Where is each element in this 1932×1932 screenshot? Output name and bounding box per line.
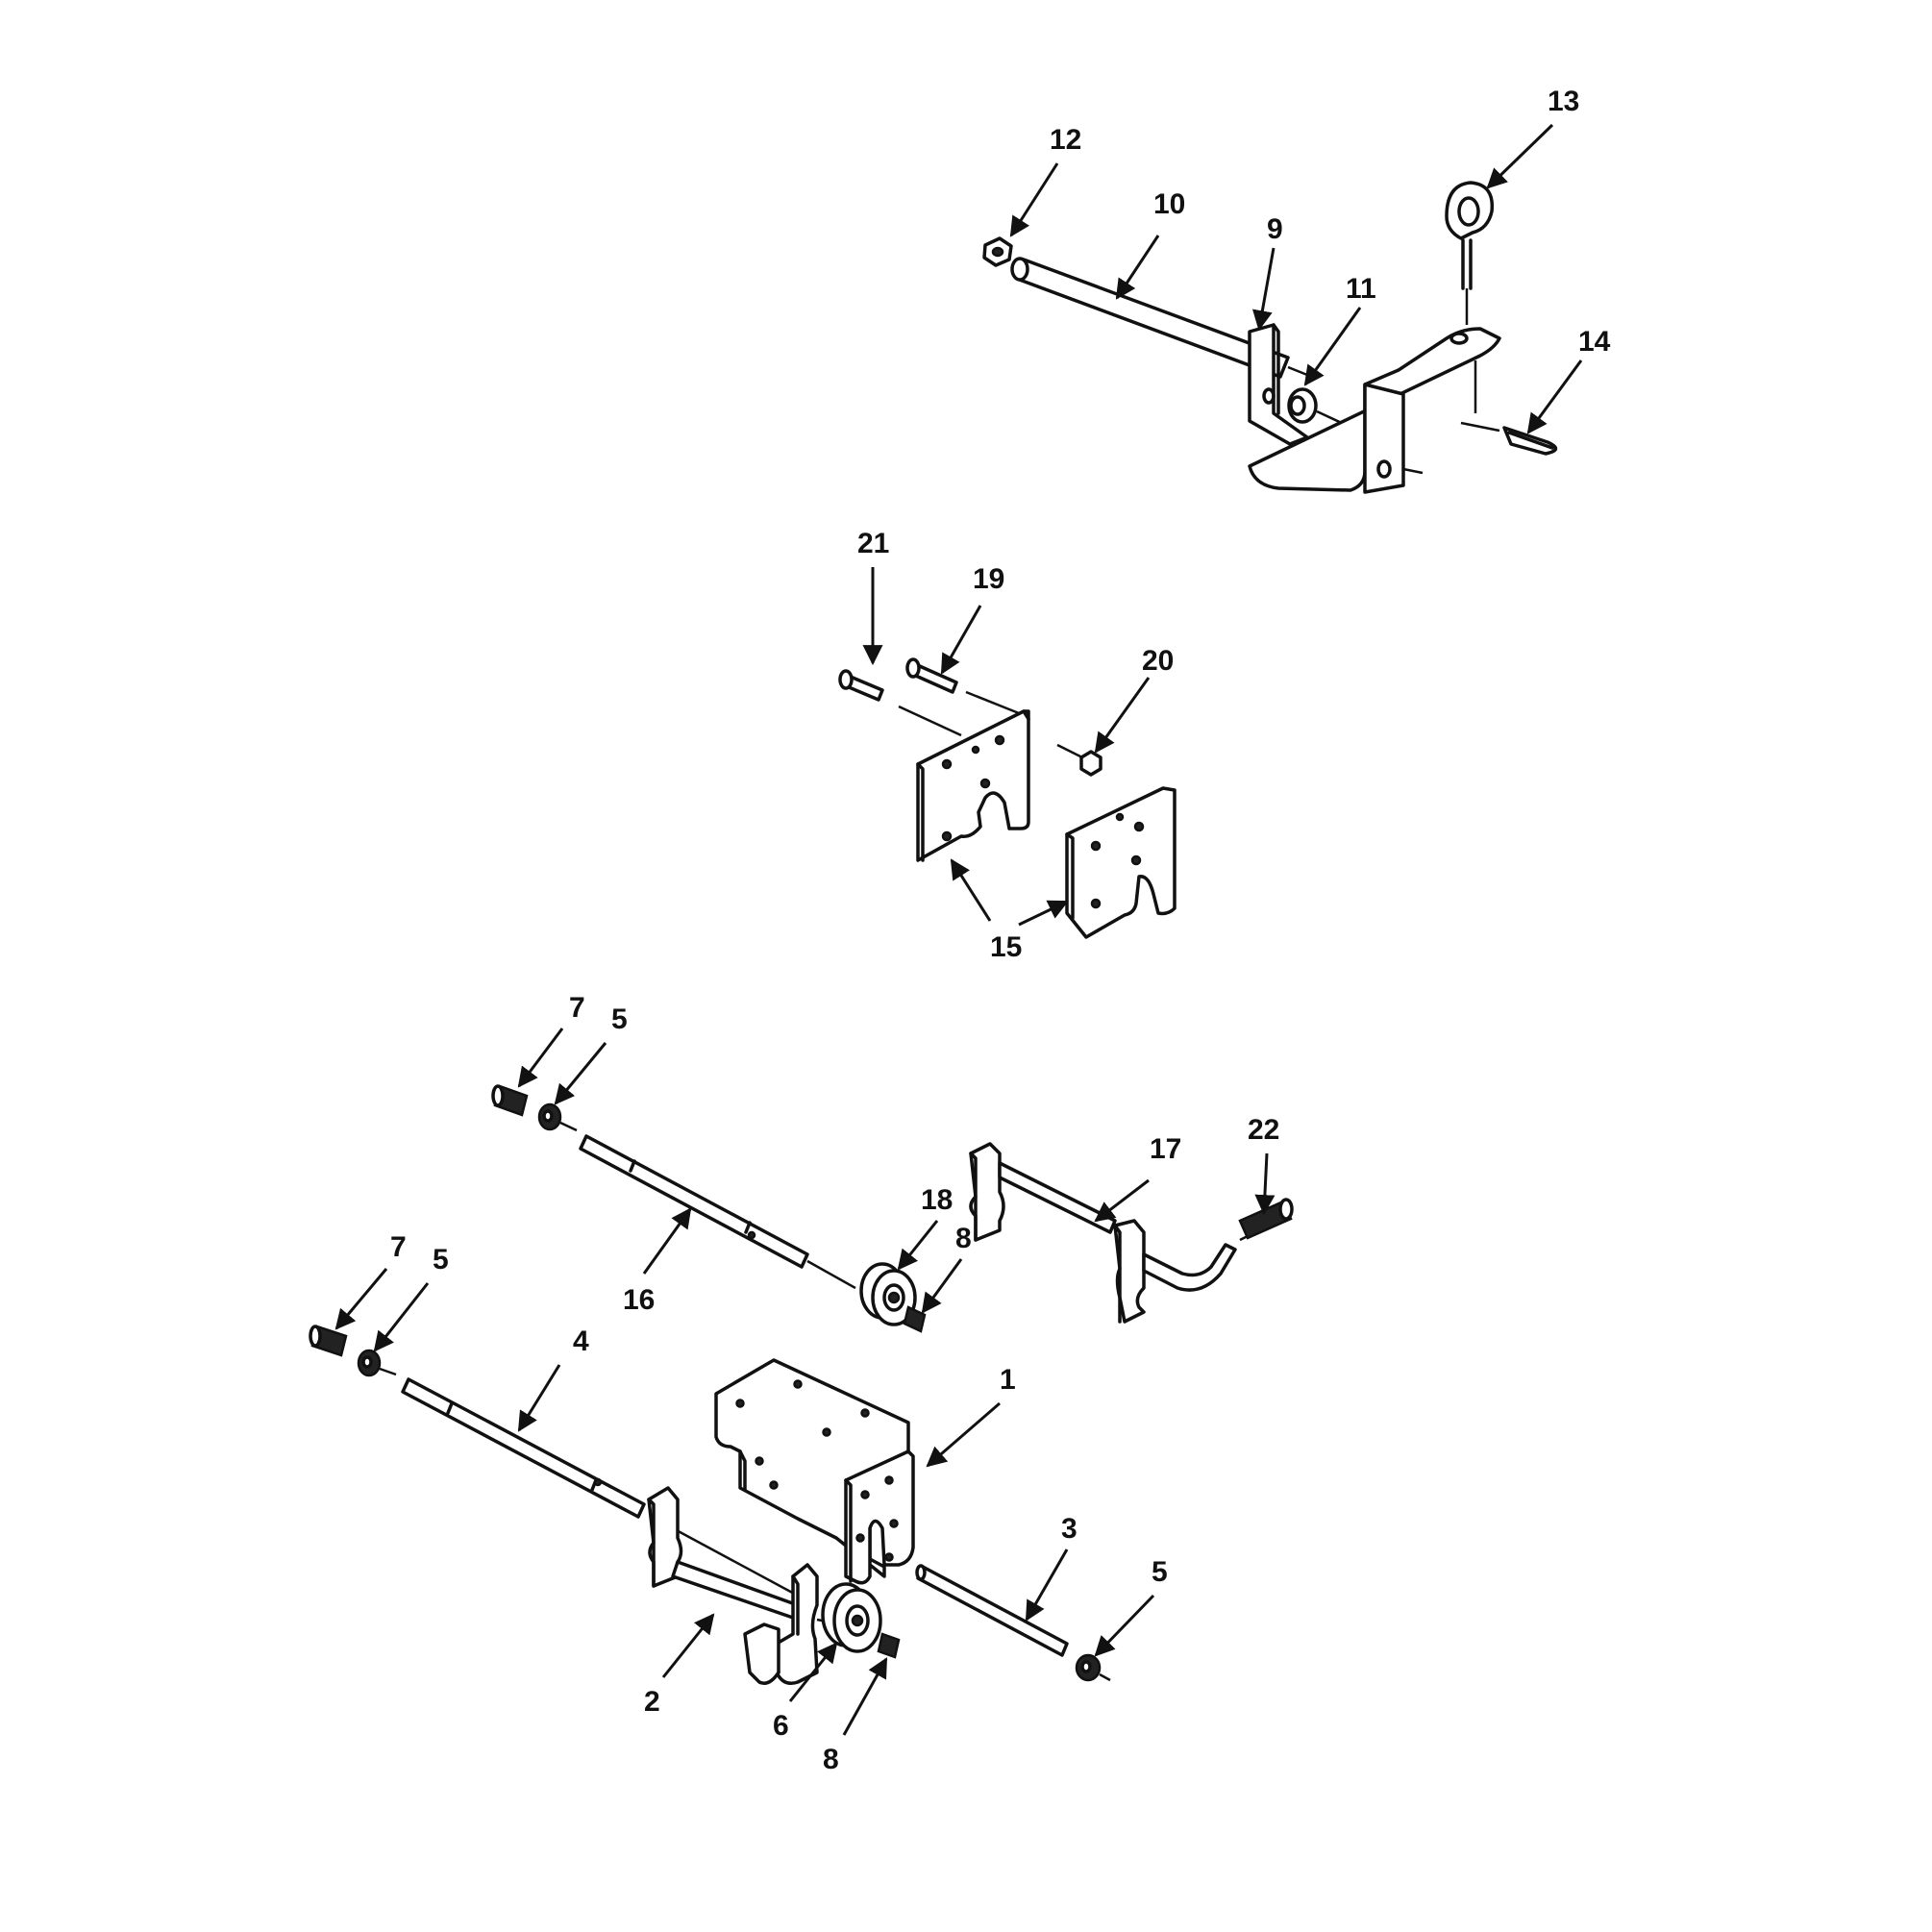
- part-1-frame: [714, 1358, 915, 1585]
- part-13-clevis-pin: [1445, 181, 1495, 325]
- callout-6: 6: [773, 1710, 789, 1742]
- callout-4: 4: [573, 1325, 589, 1357]
- part-15-plate-rear: [1065, 786, 1177, 939]
- leader-1: [926, 1401, 1001, 1468]
- leader-15a: [950, 858, 992, 922]
- part-3-shaft: [915, 1564, 1069, 1657]
- leader-19: [940, 605, 982, 675]
- leader-5b: [373, 1282, 430, 1352]
- callout-16: 16: [623, 1284, 655, 1316]
- leader-17: [1094, 1178, 1150, 1223]
- mounting-plates: [838, 657, 1177, 939]
- callout-3: 3: [1061, 1513, 1077, 1545]
- leader-18: [897, 1220, 939, 1271]
- part-7-setscrew-lower: [309, 1325, 348, 1357]
- leader-8a: [921, 1258, 963, 1314]
- leader-5c: [1094, 1594, 1155, 1657]
- callout-21: 21: [857, 528, 889, 559]
- part-21-bolt: [838, 669, 884, 702]
- callout-13: 13: [1548, 86, 1579, 117]
- hitch-assembly: [982, 181, 1558, 494]
- callout-2: 2: [644, 1686, 660, 1718]
- leader-7b: [334, 1268, 388, 1330]
- leader-8b: [842, 1657, 888, 1736]
- callout-7-lower: 7: [390, 1231, 407, 1263]
- part-20-nut: [1056, 743, 1102, 777]
- callout-20: 20: [1142, 645, 1174, 677]
- callout-7-upper: 7: [569, 992, 585, 1024]
- leader-15b: [1018, 900, 1069, 927]
- callout-19: 19: [973, 563, 1004, 595]
- part-5-collar-lower-right: [1075, 1653, 1111, 1682]
- part-8-setscrew-lower: [877, 1632, 901, 1659]
- part-22-handle-grip: [1238, 1198, 1294, 1240]
- callout-8-lower: 8: [823, 1744, 839, 1775]
- leader-3: [1025, 1548, 1069, 1622]
- part-18-pulley: [859, 1262, 917, 1326]
- lower-assembly: [309, 1325, 1111, 1685]
- callout-10: 10: [1153, 188, 1185, 220]
- part-12-nut: [982, 236, 1013, 267]
- part-16-shaft: [579, 1134, 856, 1290]
- leader-2: [661, 1613, 715, 1678]
- callout-5-lower-right: 5: [1152, 1556, 1168, 1588]
- leader-11: [1303, 307, 1362, 386]
- callout-11: 11: [1346, 273, 1376, 305]
- part-15-plate-front: [916, 709, 1030, 862]
- part-4-shaft: [401, 1377, 799, 1598]
- callout-5-upper: 5: [611, 1003, 628, 1035]
- leader-4: [517, 1364, 561, 1432]
- leader-9: [1251, 247, 1276, 332]
- leader-20: [1094, 677, 1151, 754]
- leader-lines: [334, 123, 1583, 1736]
- leader-13: [1486, 123, 1554, 189]
- callout-15: 15: [990, 931, 1022, 963]
- callout-labels: 12 10 9 11 13 14 21 19 20 15 7 5 16 18 8…: [390, 86, 1611, 1775]
- callout-1: 1: [1000, 1364, 1016, 1396]
- callout-22: 22: [1248, 1114, 1279, 1146]
- callout-9: 9: [1267, 213, 1283, 245]
- upper-shaft-assembly: [491, 1084, 1294, 1333]
- part-8-setscrew-upper: [903, 1305, 927, 1333]
- callout-12: 12: [1050, 124, 1081, 156]
- callout-18: 18: [921, 1184, 953, 1216]
- part-9-bracket: [1248, 323, 1309, 446]
- leader-5a: [554, 1042, 607, 1105]
- leader-16: [642, 1207, 692, 1275]
- leader-7a: [517, 1028, 564, 1088]
- callout-14: 14: [1578, 326, 1611, 358]
- part-17-crank-bracket: [969, 1142, 1251, 1324]
- hitch-drawbar: [1248, 327, 1501, 494]
- leader-10: [1115, 235, 1160, 300]
- callout-5-lower-left: 5: [433, 1244, 449, 1276]
- leader-22: [1254, 1152, 1276, 1216]
- leader-14: [1526, 359, 1583, 434]
- callout-17: 17: [1150, 1133, 1181, 1165]
- leader-12: [1009, 162, 1059, 237]
- part-6-pulley: [821, 1582, 882, 1653]
- leader-6: [788, 1642, 838, 1702]
- part-5-collar-lower-left: [357, 1349, 382, 1377]
- part-19-bolt: [905, 657, 958, 694]
- part-7-setscrew-upper: [491, 1084, 529, 1117]
- part-5-collar-upper: [537, 1102, 562, 1131]
- callout-8-upper: 8: [955, 1223, 972, 1254]
- part-14-hairpin: [1460, 360, 1558, 456]
